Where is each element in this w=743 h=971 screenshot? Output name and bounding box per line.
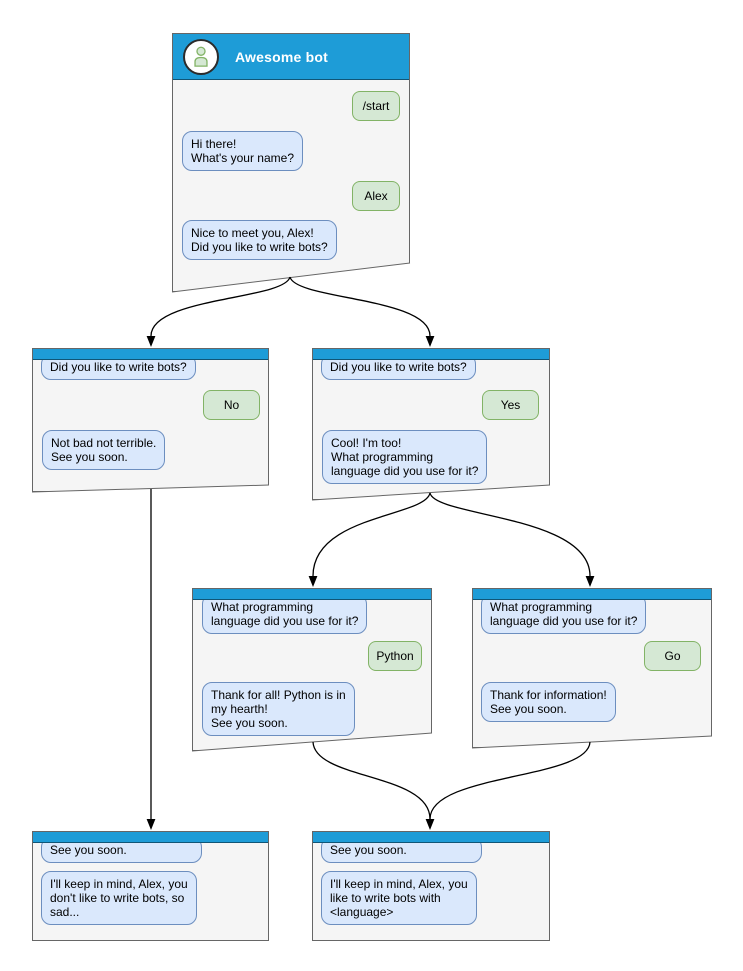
user-message-name[interactable]: Alex bbox=[352, 181, 400, 211]
edge-root-to-yes[interactable] bbox=[289, 276, 431, 337]
message-text: What programming language did you use fo… bbox=[490, 600, 638, 628]
message-text: Yes bbox=[500, 398, 521, 412]
arrowhead bbox=[308, 576, 318, 587]
chat-card-header bbox=[313, 832, 549, 843]
chat-card-header bbox=[313, 349, 549, 360]
chat-card-header bbox=[193, 589, 431, 600]
message-text: I'll keep in mind, Alex, you like to wri… bbox=[330, 877, 468, 919]
message-text: Did you like to write bots? bbox=[330, 360, 467, 374]
message-text: See you soon. bbox=[50, 843, 127, 857]
arrowhead bbox=[585, 576, 595, 587]
edge-python-to-end[interactable] bbox=[312, 741, 431, 820]
chat-card-branch-no[interactable]: Did you like to write bots? No Not bad n… bbox=[32, 348, 269, 492]
chat-card-header bbox=[473, 589, 711, 600]
edge-yes-to-go[interactable] bbox=[429, 492, 591, 577]
chat-card-branch-yes[interactable]: Did you like to write bots? Yes Cool! I'… bbox=[312, 348, 550, 500]
arrowhead bbox=[425, 819, 435, 830]
person-icon bbox=[194, 46, 208, 67]
message-text: Hi there! What's your name? bbox=[191, 137, 295, 165]
bot-message-summary[interactable]: I'll keep in mind, Alex, you don't like … bbox=[41, 871, 197, 925]
message-text: Did you like to write bots? bbox=[50, 360, 187, 374]
user-message-yes[interactable]: Yes bbox=[482, 390, 539, 420]
chat-card-header bbox=[33, 349, 268, 360]
chat-card-end-yes[interactable]: See you soon. I'll keep in mind, Alex, y… bbox=[312, 831, 550, 941]
message-text: Not bad not terrible. See you soon. bbox=[51, 436, 157, 464]
edge-go-to-end[interactable] bbox=[429, 741, 591, 820]
edge-yes-to-python[interactable] bbox=[312, 492, 431, 577]
message-text: No bbox=[223, 398, 240, 412]
chat-card-branch-go[interactable]: What programming language did you use fo… bbox=[472, 588, 712, 748]
user-message-no[interactable]: No bbox=[203, 390, 260, 420]
bot-message-summary[interactable]: I'll keep in mind, Alex, you like to wri… bbox=[321, 871, 477, 925]
message-text: See you soon. bbox=[330, 843, 407, 857]
message-text: Thank for all! Python is in my hearth! S… bbox=[211, 688, 346, 730]
bot-message-question[interactable]: Nice to meet you, Alex! Did you like to … bbox=[182, 220, 337, 260]
message-text: /start bbox=[362, 99, 390, 113]
chat-card-root[interactable]: Awesome bot /start Hi there! What's your… bbox=[172, 33, 410, 292]
chat-card-header bbox=[33, 832, 268, 843]
message-text: Alex bbox=[364, 189, 388, 203]
bot-message-reply[interactable]: Thank for information! See you soon. bbox=[481, 682, 616, 722]
arrowhead bbox=[146, 819, 156, 830]
message-text: What programming language did you use fo… bbox=[211, 600, 359, 628]
bot-message-echo-question[interactable]: What programming language did you use fo… bbox=[202, 594, 368, 634]
bot-avatar bbox=[183, 38, 219, 75]
message-text: Cool! I'm too! What programming language… bbox=[331, 436, 479, 478]
bot-message-reply[interactable]: Thank for all! Python is in my hearth! S… bbox=[202, 682, 355, 736]
chat-card-end-no[interactable]: See you soon. I'll keep in mind, Alex, y… bbox=[32, 831, 269, 941]
user-message-python[interactable]: Python bbox=[368, 641, 422, 671]
message-text: Thank for information! See you soon. bbox=[490, 688, 607, 716]
message-text: Python bbox=[376, 649, 414, 663]
bot-message-echo-question[interactable]: What programming language did you use fo… bbox=[481, 594, 647, 634]
user-message-go[interactable]: Go bbox=[644, 641, 701, 671]
chat-card-header: Awesome bot bbox=[173, 34, 409, 80]
user-message-start[interactable]: /start bbox=[352, 91, 400, 121]
message-text: I'll keep in mind, Alex, you don't like … bbox=[50, 877, 188, 919]
bot-message-greeting[interactable]: Hi there! What's your name? bbox=[182, 131, 304, 171]
bot-message-reply[interactable]: Cool! I'm too! What programming language… bbox=[322, 430, 488, 484]
message-text: Nice to meet you, Alex! Did you like to … bbox=[191, 226, 328, 254]
arrowhead bbox=[146, 336, 156, 347]
bot-message-reply[interactable]: Not bad not terrible. See you soon. bbox=[42, 430, 166, 470]
chat-title: Awesome bot bbox=[235, 48, 328, 65]
arrowhead bbox=[425, 336, 435, 347]
message-text: Go bbox=[664, 649, 681, 663]
chat-card-branch-python[interactable]: What programming language did you use fo… bbox=[192, 588, 432, 751]
